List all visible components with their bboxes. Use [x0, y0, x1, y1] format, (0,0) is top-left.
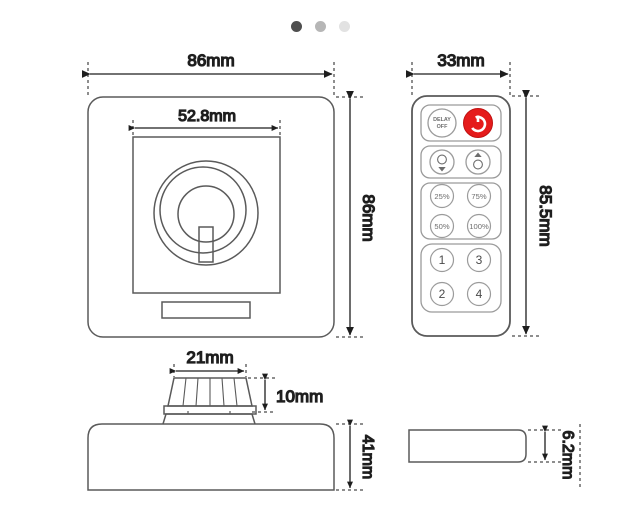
dimension-remote-height	[512, 90, 540, 337]
dimension-switch-depth	[336, 419, 364, 491]
dimension-remote-width-label: 33mm	[437, 51, 484, 70]
zone-4-button[interactable]	[466, 281, 492, 307]
preset-100-button[interactable]	[466, 213, 492, 239]
dimension-switch-inner-width-label: 52.8mm	[178, 108, 236, 125]
zone-4-button-label: 4	[476, 287, 483, 301]
view-remote-side	[408, 429, 527, 463]
dimension-switch-width	[82, 62, 335, 96]
remote-brightness-group-panel	[420, 145, 502, 179]
preset-50-button[interactable]	[429, 213, 455, 239]
dimension-switch-height-label: 86mm	[359, 194, 378, 241]
remote-preset-group-panel	[420, 182, 502, 240]
zone-3-button[interactable]	[466, 247, 492, 273]
remote-body-outline	[411, 95, 511, 337]
knob-base-flange	[163, 405, 257, 415]
brightness-up-icon	[473, 152, 483, 170]
power-button[interactable]	[463, 108, 493, 138]
knob-base-side	[162, 413, 256, 425]
knob-outer-ring	[153, 160, 259, 266]
carousel-dot-1[interactable]	[290, 20, 302, 32]
dimension-remote-thickness-label: 6.2mm	[559, 431, 576, 480]
dimension-switch-width-label: 86mm	[187, 51, 234, 70]
preset-25-button[interactable]	[429, 183, 455, 209]
brightness-up-button[interactable]	[465, 149, 491, 175]
delay-off-button-label-line2: OFF	[437, 124, 448, 130]
delay-off-button-label-line1: DELAY	[433, 117, 451, 123]
zone-2-button-label: 2	[439, 287, 446, 301]
switch-bottom-slot	[161, 301, 251, 319]
dimension-switch-depth-label: 41mm	[359, 435, 376, 479]
preset-75-button[interactable]	[466, 183, 492, 209]
carousel-dot-2[interactable]	[314, 20, 326, 32]
preset-100-button-label: 100%	[469, 222, 489, 231]
view-remote-front	[411, 95, 511, 337]
carousel-dots[interactable]	[0, 18, 640, 34]
switch-inner-panel	[132, 136, 281, 294]
remote-power-group-panel	[420, 104, 502, 142]
remote-body-side-outline	[408, 429, 527, 463]
brightness-down-icon	[437, 154, 447, 172]
remote-button-labels: DELAY OFF 25% 75% 50% 100% 1 3 2 4	[433, 117, 489, 301]
view-knob-side	[163, 377, 257, 415]
dimension-knob-diameter	[169, 364, 247, 377]
zone-1-button[interactable]	[429, 247, 455, 273]
dimension-knob-height-label: 10mm	[276, 387, 323, 406]
switch-faceplate-outline	[87, 96, 335, 338]
dimension-knob-height	[248, 373, 276, 413]
view-switch-side	[87, 411, 335, 491]
dimension-remote-height-label: 85.5mm	[536, 185, 555, 246]
knob-knurling-lines	[182, 377, 238, 407]
dimension-knob-diameter-label: 21mm	[186, 348, 233, 367]
knob-pointer	[198, 226, 214, 263]
preset-75-button-label: 75%	[471, 192, 486, 201]
preset-25-button-label: 25%	[434, 192, 449, 201]
preset-50-button-label: 50%	[434, 222, 449, 231]
dimension-switch-height	[336, 91, 364, 338]
power-icon	[469, 115, 487, 133]
knob-middle-ring	[159, 166, 247, 254]
view-switch-front	[87, 96, 335, 338]
zone-3-button-label: 3	[476, 253, 483, 267]
dimension-remote-thickness	[528, 424, 581, 490]
delay-off-button[interactable]	[427, 108, 457, 138]
zone-2-button[interactable]	[429, 281, 455, 307]
switch-body-side-outline	[87, 423, 335, 491]
zone-1-button-label: 1	[439, 253, 446, 267]
brightness-down-button[interactable]	[429, 149, 455, 175]
remote-zone-group-panel	[420, 243, 502, 313]
knob-inner-ring	[177, 185, 235, 243]
dimension-switch-inner-width	[128, 120, 281, 136]
dimension-remote-width	[406, 62, 511, 95]
carousel-dot-3[interactable]	[338, 20, 350, 32]
